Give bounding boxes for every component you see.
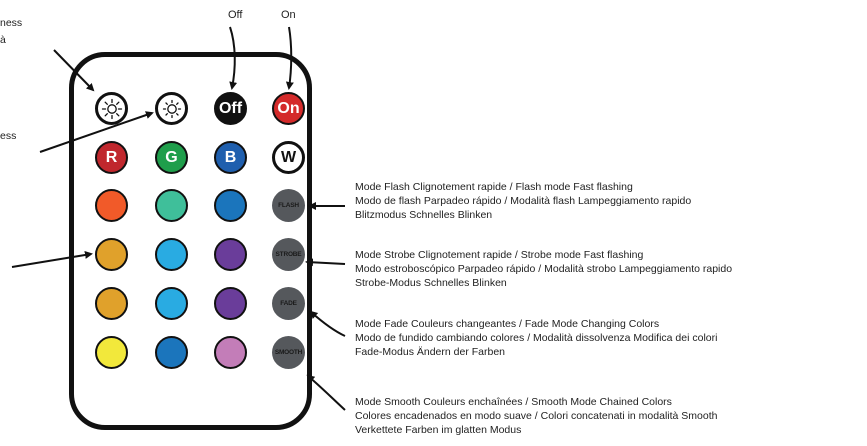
strobe-description-line-3: Strobe-Modus Schnelles Blinken [355,277,507,289]
smooth-description-line-1: Mode Smooth Couleurs enchaînées / Smooth… [355,396,672,408]
off-button[interactable]: Off [214,92,247,125]
color-button-purple-2[interactable] [214,287,247,320]
strobe-description-line-1: Mode Strobe Clignotement rapide / Strobe… [355,249,644,261]
blue-button[interactable]: B [214,141,247,174]
flash-description-line-3: Blitzmodus Schnelles Blinken [355,209,493,221]
strobe-description-line-2: Modo estroboscópico Parpadeo rápido / Mo… [355,263,733,275]
on-label: On [281,9,296,21]
color-button-pink[interactable] [214,336,247,369]
brightness-up-label-fragment: ness [0,17,23,29]
brightness-up-label-fragment-2: à [0,34,6,46]
color-button-yellow[interactable] [95,336,128,369]
strobe-button[interactable]: STROBE [272,238,305,271]
brightness-up-button[interactable] [95,92,128,125]
color-button-blue[interactable] [155,336,188,369]
color-button-amber-2[interactable] [95,287,128,320]
brightness-down-button[interactable] [155,92,188,125]
smooth-button[interactable]: SMOOTH [272,336,305,369]
color-button-sky-blue[interactable] [155,238,188,271]
smooth-description-line-3: Verkettete Farben im glatten Modus [355,424,522,436]
strobe-arrow [305,258,346,267]
color-button-medium-blue[interactable] [214,189,247,222]
flash-description-line-2: Modo de flash Parpadeo rápido / Modalità… [355,195,692,207]
flash-button[interactable]: FLASH [272,189,305,222]
color-button-amber[interactable] [95,238,128,271]
off-label: Off [228,9,243,21]
fade-description-line-1: Mode Fade Couleurs changeantes / Fade Mo… [355,318,660,330]
white-button[interactable]: W [272,141,305,174]
sun-icon [101,98,122,119]
fade-arrow [309,310,346,337]
color-button-orange-red[interactable] [95,189,128,222]
fade-description-line-2: Modo de fundido cambiando colores / Moda… [355,332,718,344]
fade-description-line-3: Fade-Modus Ändern der Farben [355,346,505,358]
smooth-arrow [306,374,346,411]
color-button-purple[interactable] [214,238,247,271]
red-button[interactable]: R [95,141,128,174]
color-button-sky-blue-2[interactable] [155,287,188,320]
color-button-teal[interactable] [155,189,188,222]
on-button[interactable]: On [272,92,305,125]
fade-button[interactable]: FADE [272,287,305,320]
green-button[interactable]: G [155,141,188,174]
brightness-down-label-fragment: ess [0,130,17,142]
sun-dim-icon [162,99,181,118]
smooth-description-line-2: Colores encadenados en modo suave / Colo… [355,410,718,422]
flash-description-line-1: Mode Flash Clignotement rapide / Flash m… [355,181,633,193]
